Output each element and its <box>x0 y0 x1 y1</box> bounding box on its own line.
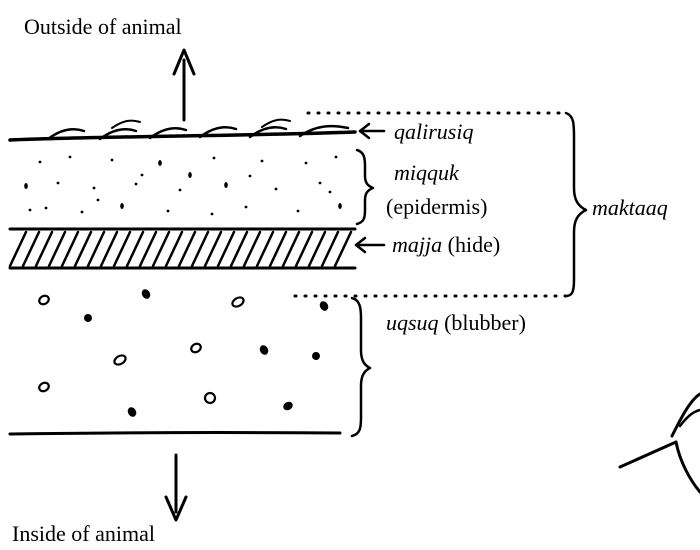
hatch-line <box>114 232 130 266</box>
hatch-line <box>257 232 273 266</box>
blubber-dots <box>38 288 330 419</box>
hatch-line <box>179 232 195 266</box>
uqsuq-brace <box>352 298 370 436</box>
stipple-dot <box>93 187 96 190</box>
majja-pointer-arrow <box>356 238 384 252</box>
majja-label: majja (hide) <box>392 232 500 257</box>
majja-hide-band <box>10 232 355 268</box>
hatch-line <box>283 232 299 266</box>
stipple-dot <box>69 156 72 159</box>
hatch-line <box>88 232 104 266</box>
hatch-line <box>62 232 78 266</box>
fat-globule <box>231 296 245 309</box>
stipple-dot <box>211 213 214 216</box>
stipple-dot <box>45 207 48 210</box>
fat-globule <box>83 313 94 324</box>
hatch-line <box>166 232 182 266</box>
stipple-dot <box>213 157 216 160</box>
hatch-line <box>335 232 351 266</box>
hand-sketch-fragment <box>620 394 700 492</box>
qalirusiq-label: qalirusiq <box>394 119 473 144</box>
hatch-line <box>49 232 65 266</box>
fat-globule <box>311 351 322 362</box>
fat-globule <box>126 406 138 419</box>
hatch-line <box>322 232 338 266</box>
hatch-line <box>192 232 208 266</box>
stipple-dot <box>224 182 228 188</box>
fat-globule <box>38 294 51 306</box>
epidermis-gloss: (epidermis) <box>386 194 487 219</box>
stipple-dot <box>335 156 338 159</box>
stipple-dot <box>39 161 42 164</box>
hatch-line <box>10 232 26 266</box>
epidermis-stipple <box>24 156 342 216</box>
stipple-dot <box>97 199 100 202</box>
hatch-line <box>218 232 234 266</box>
stipple-dot <box>167 210 170 213</box>
fat-globule <box>258 344 270 357</box>
hatch-line <box>23 232 39 266</box>
stipple-dot <box>338 203 342 209</box>
fat-globule <box>282 400 295 412</box>
fat-globule <box>318 300 330 313</box>
fat-globule <box>38 381 51 393</box>
stipple-dot <box>319 182 322 185</box>
hatch-line <box>231 232 247 266</box>
maktaaq-label: maktaaq <box>592 195 668 220</box>
stipple-dot <box>261 160 264 163</box>
hatch-line <box>101 232 117 266</box>
stipple-dot <box>81 211 84 214</box>
stipple-dot <box>245 206 248 209</box>
fat-globule <box>140 288 152 301</box>
stipple-dot <box>120 203 124 209</box>
qalirusiq-pointer-arrow <box>360 124 384 138</box>
miqquk-brace <box>357 150 373 224</box>
stipple-dot <box>141 174 144 177</box>
stipple-dot <box>305 162 308 165</box>
uqsuq-label: uqsuq (blubber) <box>386 310 526 335</box>
hatch-line <box>270 232 286 266</box>
stipple-dot <box>249 175 252 178</box>
stipple-dot <box>24 183 28 189</box>
stipple-dot <box>29 209 32 212</box>
stipple-dot <box>57 182 60 185</box>
stipple-dot <box>188 172 192 178</box>
inside-label: Inside of animal <box>12 521 155 546</box>
maktaaq-brace <box>566 113 586 296</box>
hatch-line <box>140 232 156 266</box>
outward-arrow <box>174 50 194 120</box>
qalirusiq-surface <box>10 120 355 140</box>
hatch-line <box>36 232 52 266</box>
fat-globule <box>113 354 127 367</box>
outside-label: Outside of animal <box>24 14 182 39</box>
hatch-line <box>127 232 143 266</box>
fat-globule <box>203 391 217 405</box>
hatch-line <box>296 232 312 266</box>
hatch-line <box>205 232 221 266</box>
stipple-dot <box>158 160 162 166</box>
hatch-line <box>244 232 260 266</box>
inward-arrow <box>166 455 186 520</box>
blubber-bottom-line <box>10 433 340 434</box>
fat-globule <box>190 342 203 354</box>
stipple-dot <box>179 189 182 192</box>
hatch-line <box>153 232 169 266</box>
hatch-line <box>75 232 91 266</box>
stipple-dot <box>111 159 114 162</box>
hatch-line <box>309 232 325 266</box>
stipple-dot <box>275 188 278 191</box>
stipple-dot <box>297 210 300 213</box>
stipple-dot <box>329 191 332 194</box>
miqquk-label: miqquk <box>394 160 460 185</box>
stipple-dot <box>135 183 138 186</box>
